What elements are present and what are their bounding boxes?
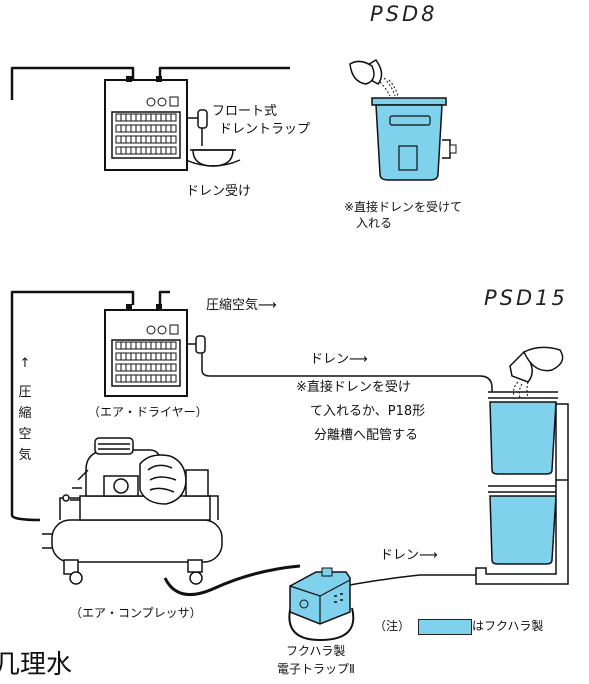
psd8-model-label: PSD8 bbox=[370, 2, 438, 26]
bottom-tank-upper-icon bbox=[488, 346, 564, 475]
vertical-arrow: ↑ bbox=[19, 356, 31, 371]
legend-suffix: はフクハラ製 bbox=[472, 619, 544, 633]
vertical-char-4: 気 bbox=[18, 448, 32, 463]
float-trap-label-line2: ドレントラップ bbox=[219, 122, 311, 137]
drain-label-dryer: ドレン⟶ bbox=[310, 352, 368, 367]
trap-label-line2: 電子トラップⅡ bbox=[277, 662, 355, 676]
bottom-air-pipe-left bbox=[10, 290, 135, 515]
bottom-air-pipe-right bbox=[158, 290, 170, 305]
top-note-line1: ※直接ドレンを受けて bbox=[344, 200, 463, 214]
vertical-char-1: 圧 bbox=[18, 385, 32, 400]
bottom-tank-lower-icon bbox=[488, 485, 558, 565]
top-air-pipe-left bbox=[10, 66, 135, 100]
drain-pipe-dryer bbox=[201, 352, 493, 392]
top-note-line2: 入れる bbox=[356, 216, 393, 230]
vertical-char-2: 縮 bbox=[18, 406, 32, 421]
top-air-dryer-icon bbox=[104, 76, 188, 171]
drain-pipe-compressor bbox=[163, 564, 301, 596]
drain-pipe-trap bbox=[349, 574, 478, 586]
psd15-model-label: PSD15 bbox=[484, 286, 568, 310]
trap-under-hose bbox=[288, 607, 355, 641]
air-dryer-label: （エア・ドライヤー） bbox=[88, 405, 208, 419]
bottom-note-line3: 分離槽へ配管する bbox=[314, 428, 419, 443]
compressor-icon bbox=[42, 437, 223, 585]
top-air-pipe-right bbox=[158, 66, 290, 80]
vertical-char-3: 空 bbox=[18, 427, 32, 442]
bottom-note-line1: ※直接ドレンを受け bbox=[296, 380, 411, 395]
float-trap-icon bbox=[185, 109, 241, 167]
partial-heading: 几理水 bbox=[0, 650, 73, 680]
drain-label-trap: ドレン⟶ bbox=[380, 548, 438, 563]
bottom-air-dryer-icon bbox=[104, 304, 206, 397]
top-tank-icon bbox=[349, 59, 457, 181]
compressor-label: （エア・コンプレッサ） bbox=[70, 606, 202, 620]
legend-color-swatch bbox=[418, 619, 472, 635]
float-trap-label-line1: フロート式 bbox=[212, 104, 278, 119]
compressed-air-arrow-line bbox=[10, 514, 41, 522]
drain-receiver-label: ドレン受け bbox=[186, 184, 252, 199]
tank-stand bbox=[475, 403, 569, 585]
trap-label-line1: フクハラ製 bbox=[286, 644, 346, 658]
bottom-note-line2: て入れるか、P18形 bbox=[310, 404, 426, 419]
legend-prefix: （注） bbox=[374, 619, 411, 633]
electronic-trap-icon bbox=[289, 567, 351, 625]
compressed-air-label: 圧縮空気⟶ bbox=[206, 298, 277, 313]
